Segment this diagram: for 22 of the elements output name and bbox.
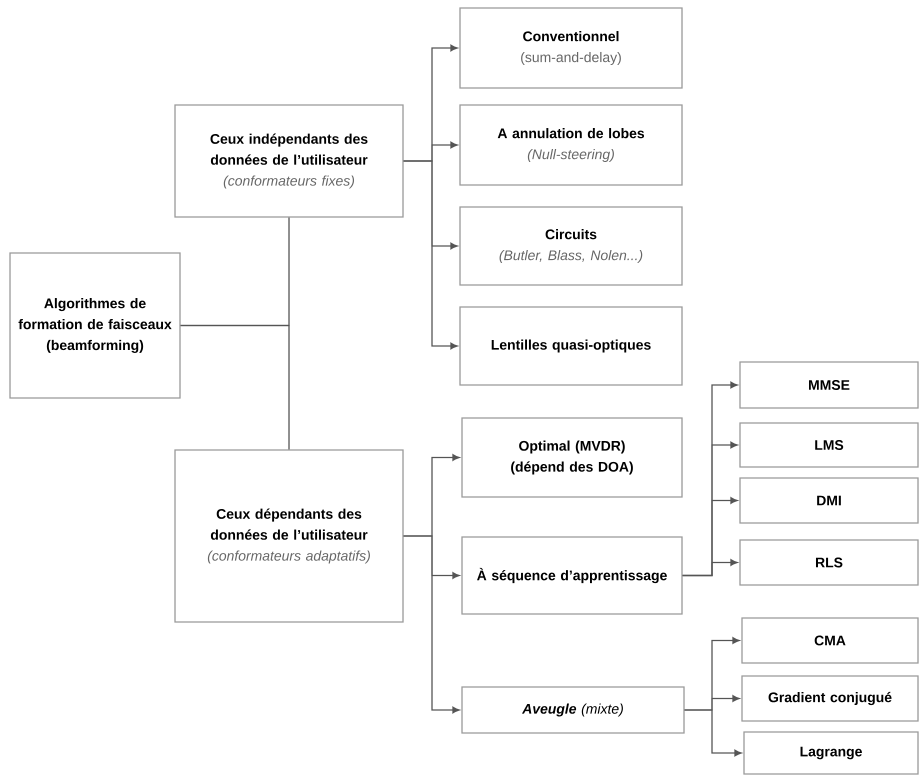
box: DMI — [739, 477, 919, 524]
connector — [404, 535, 460, 714]
box: Gradient conjugué — [741, 675, 919, 722]
box: Lagrange — [743, 731, 919, 775]
connector — [404, 160, 458, 350]
box: Ceux indépendants des données de l’utilisateur (conformateurs fixes) — [174, 104, 404, 218]
box: MMSE — [739, 361, 919, 409]
box: Algorithmes de formation de faisceaux (beamforming) — [9, 252, 181, 399]
box: Lentilles quasi-optiques — [459, 306, 683, 386]
box: RLS — [739, 539, 919, 586]
connector — [180, 324, 290, 450]
connector — [682, 559, 738, 576]
box: Ceux dépendants des données de l’utilisateur (conformateurs adaptatifs) — [174, 449, 404, 623]
box: Optimal (MVDR) (dépend des DOA) — [461, 417, 683, 498]
box: LMS — [739, 422, 919, 468]
connector — [684, 709, 742, 756]
box: Circuits (Butler, Blass, Nolen...) — [459, 206, 683, 286]
box: Conventionnel (sum-and-delay) — [459, 7, 683, 89]
box: CMA — [741, 617, 919, 664]
box: A annulation de lobes (Null-steering) — [459, 104, 683, 186]
box: À séquence d’apprentissage — [461, 536, 683, 615]
box: Aveugle (mixte) — [461, 686, 685, 734]
